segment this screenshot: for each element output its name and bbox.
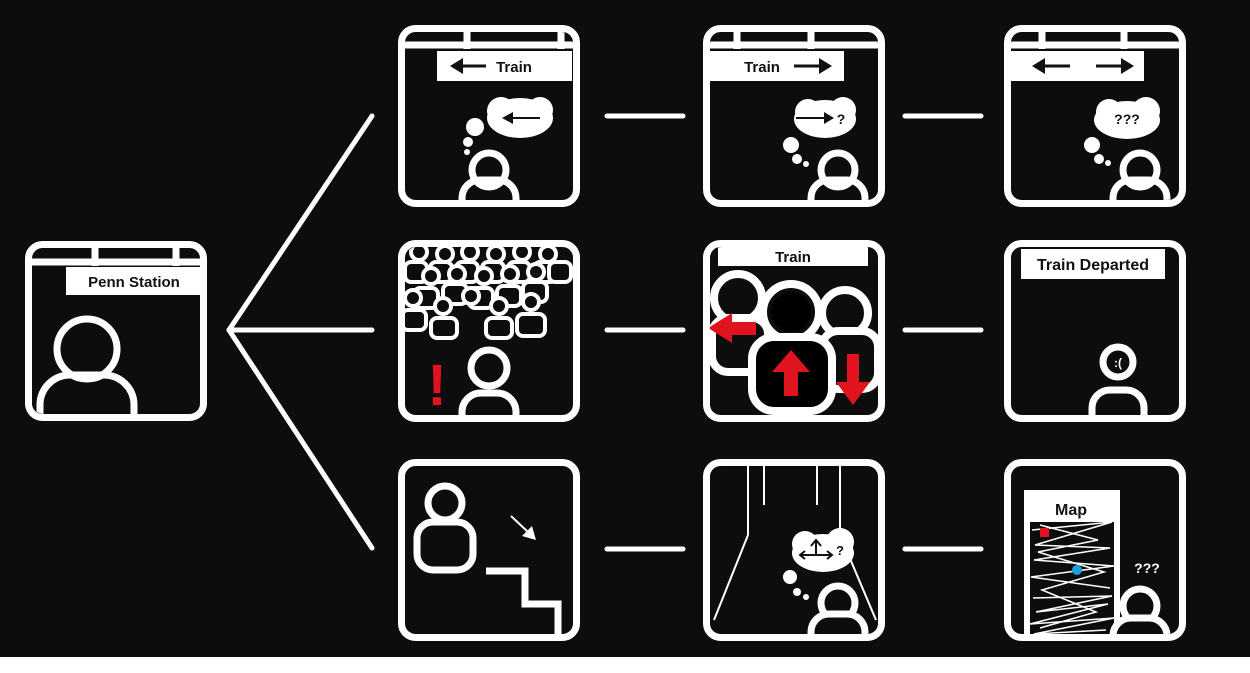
- person-icon: [807, 582, 869, 634]
- thought-bubble-icon: [1084, 97, 1160, 166]
- crowd-icon: [405, 247, 573, 340]
- exclamation-icon: !: [427, 353, 446, 418]
- person-icon: [36, 315, 138, 414]
- panel-train-rush: Train: [703, 240, 885, 422]
- bubble-question: ???: [1114, 111, 1140, 127]
- panel-frame: [398, 25, 580, 207]
- station-sign: [66, 267, 206, 295]
- arrow-left-icon: [1032, 58, 1070, 74]
- panel-map: Map ???: [1004, 459, 1186, 641]
- arrow-down-right-icon: [510, 515, 536, 540]
- person-question: ???: [1134, 560, 1160, 576]
- panel-train-departed: Train Departed :(: [1004, 240, 1186, 422]
- red-marker-icon: [1040, 528, 1049, 537]
- connectors: [226, 113, 984, 552]
- arrow-left-icon: [450, 58, 486, 74]
- person-icon: [807, 149, 869, 200]
- bubble-arrow-right-icon: [796, 112, 834, 124]
- person-icon: [458, 149, 520, 200]
- arrow-right-icon: [794, 58, 832, 74]
- station-sign-label: Penn Station: [88, 274, 180, 291]
- train-sign-label: Train: [775, 249, 811, 266]
- center-person-head: [771, 292, 811, 332]
- panel-train-left: Train: [398, 25, 580, 207]
- panel-crowd: !: [398, 240, 580, 422]
- red-arrow-left-icon: [710, 313, 756, 343]
- bubble-arrow-left-icon: [502, 112, 540, 124]
- train-sign: [718, 247, 868, 266]
- map-scribbles: [1029, 521, 1115, 634]
- panel-frame: [398, 459, 580, 641]
- train-sign-label: Train: [496, 59, 532, 76]
- arrow-right-icon: [1096, 58, 1134, 74]
- person-icon: [1109, 149, 1171, 200]
- branch-line-bottom: [226, 327, 375, 551]
- panel-frame: [1004, 240, 1186, 422]
- branch-line-top: [226, 113, 375, 333]
- panel-train-right: Train ?: [703, 25, 885, 207]
- panel-frame: [398, 240, 580, 422]
- panel-frame: [703, 240, 885, 422]
- map-title: Map: [1055, 502, 1087, 519]
- bubble-question: ?: [837, 111, 846, 127]
- thought-bubble-icon: [783, 528, 854, 600]
- stairs-icon: [486, 567, 562, 634]
- panel-stairs: [398, 459, 580, 641]
- red-arrow-up-icon: [772, 350, 810, 396]
- panel-frame: [703, 25, 885, 207]
- departed-sign: [1021, 249, 1165, 279]
- red-arrow-down-icon: [836, 354, 870, 405]
- panel-corridor: ?: [703, 459, 885, 641]
- sad-person-icon: [1088, 343, 1148, 415]
- panel-frame: [703, 459, 885, 641]
- user-journey-diagram: Penn Station Train: [0, 0, 1250, 657]
- bubble-question: ?: [836, 543, 844, 558]
- blue-marker-icon: [1072, 565, 1082, 575]
- person-icon: [458, 346, 520, 415]
- panel-frame: [1004, 25, 1186, 207]
- person-icon: [1109, 585, 1171, 634]
- train-sign-label: Train: [744, 59, 780, 76]
- map-title-background: [1030, 496, 1114, 522]
- sad-face: :(: [1114, 356, 1122, 370]
- direction-arrows-icon: [798, 538, 834, 560]
- panel-start: Penn Station: [25, 241, 207, 421]
- panel-frame: [1004, 459, 1186, 641]
- panel-both-directions: ???: [1004, 25, 1186, 207]
- corridor-icon: [713, 466, 877, 621]
- person-icon: [413, 482, 477, 574]
- panel-frame: [25, 241, 207, 421]
- departed-sign-label: Train Departed: [1037, 257, 1149, 274]
